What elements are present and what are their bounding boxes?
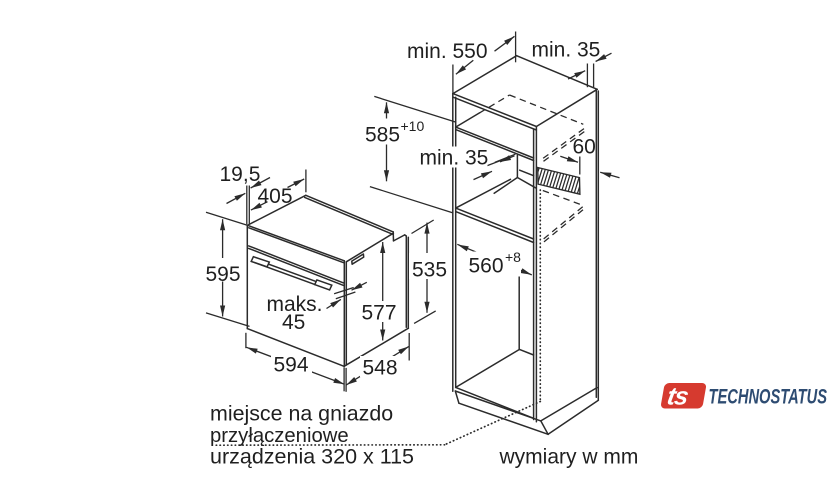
svg-text:595: 595 xyxy=(206,263,241,286)
svg-text:577: 577 xyxy=(362,302,397,325)
svg-text:+10: +10 xyxy=(401,118,425,134)
svg-text:535: 535 xyxy=(412,259,447,282)
svg-text:przyłączeniowe: przyłączeniowe xyxy=(210,425,349,447)
svg-text:min. 35: min. 35 xyxy=(420,147,489,170)
svg-text:560: 560 xyxy=(469,255,504,278)
svg-text:TECHNOSTATUS: TECHNOSTATUS xyxy=(709,386,828,409)
svg-text:548: 548 xyxy=(363,357,398,380)
svg-text:+8: +8 xyxy=(505,249,521,265)
svg-text:min. 35: min. 35 xyxy=(532,39,601,62)
svg-text:min. 550: min. 550 xyxy=(407,40,488,63)
svg-text:594: 594 xyxy=(274,354,309,377)
svg-text:585: 585 xyxy=(365,124,400,147)
svg-text:45: 45 xyxy=(282,311,305,334)
svg-text:19,5: 19,5 xyxy=(220,163,261,186)
svg-text:urządzenia 320 x 115: urządzenia 320 x 115 xyxy=(210,445,414,469)
svg-text:miejsce na gniazdo: miejsce na gniazdo xyxy=(210,402,393,426)
svg-text:405: 405 xyxy=(258,185,293,208)
svg-text:wymiary w mm: wymiary w mm xyxy=(499,446,639,469)
svg-text:60: 60 xyxy=(573,136,596,159)
svg-text:maks.: maks. xyxy=(267,293,323,316)
